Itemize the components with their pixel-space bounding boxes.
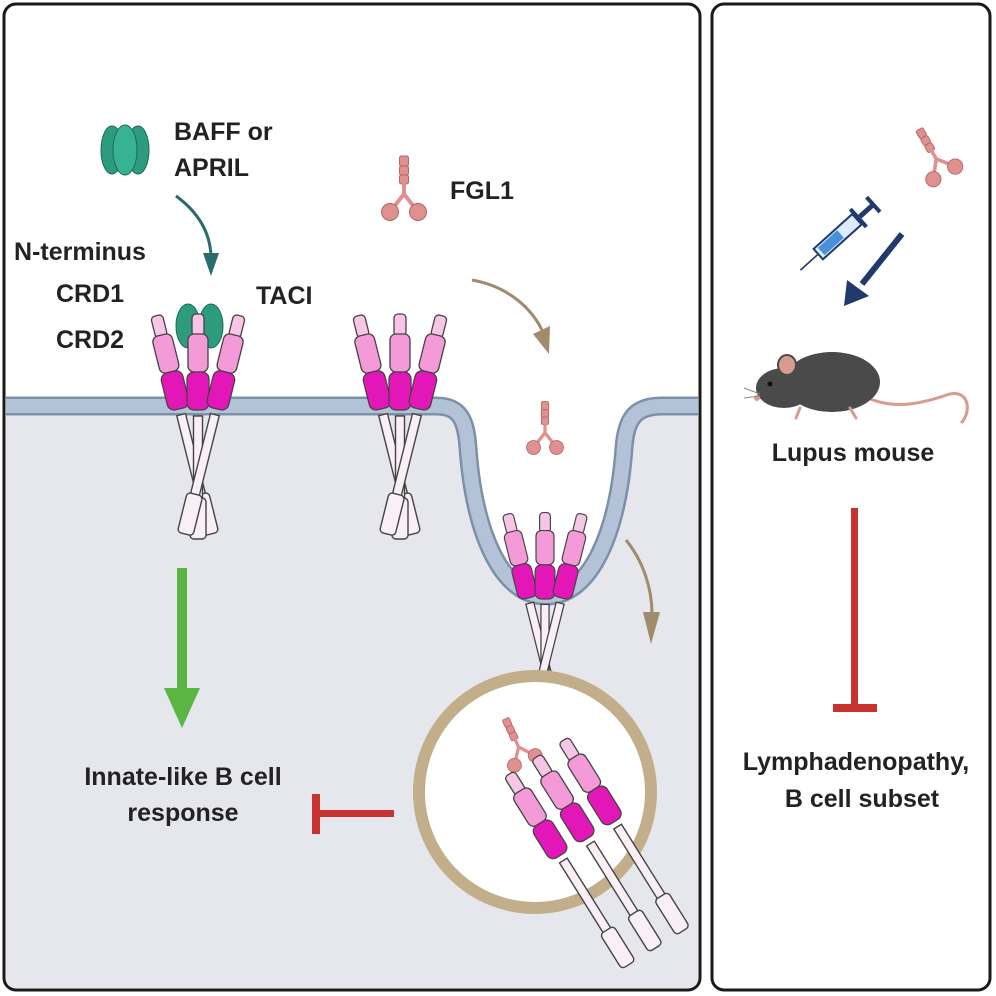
inhibition-bar-left [312,794,394,834]
crd1-label: CRD1 [56,280,124,308]
internalization-arrow [471,278,550,354]
activation-arrow [164,568,200,728]
fgl1-label: FGL1 [450,177,514,205]
crd2-label: CRD2 [56,326,124,354]
lupus-mouse-icon [743,352,969,424]
outcome-label: Lymphadenopathy, [743,748,969,776]
baff-april-trimer-icon [100,124,150,176]
n-terminus-label: N-terminus [14,238,146,266]
vesicle-transport-arrow [624,539,660,644]
endosome-vesicle [413,670,693,972]
innate-response-label-2: response [127,799,238,827]
april-label: APRIL [174,154,249,182]
syringe-icon [799,195,882,271]
baff-label: BAFF or [174,118,273,146]
binding-arrow [175,194,219,276]
injection-arrow [844,232,905,306]
inhibition-bar-right [833,508,877,712]
right-panel [710,2,992,992]
innate-response-label: Innate-like B cell [84,763,281,791]
outcome-label-2: B cell subset [785,785,940,813]
lupus-mouse-label: Lupus mouse [772,439,935,467]
taci-label: TACI [256,282,312,310]
